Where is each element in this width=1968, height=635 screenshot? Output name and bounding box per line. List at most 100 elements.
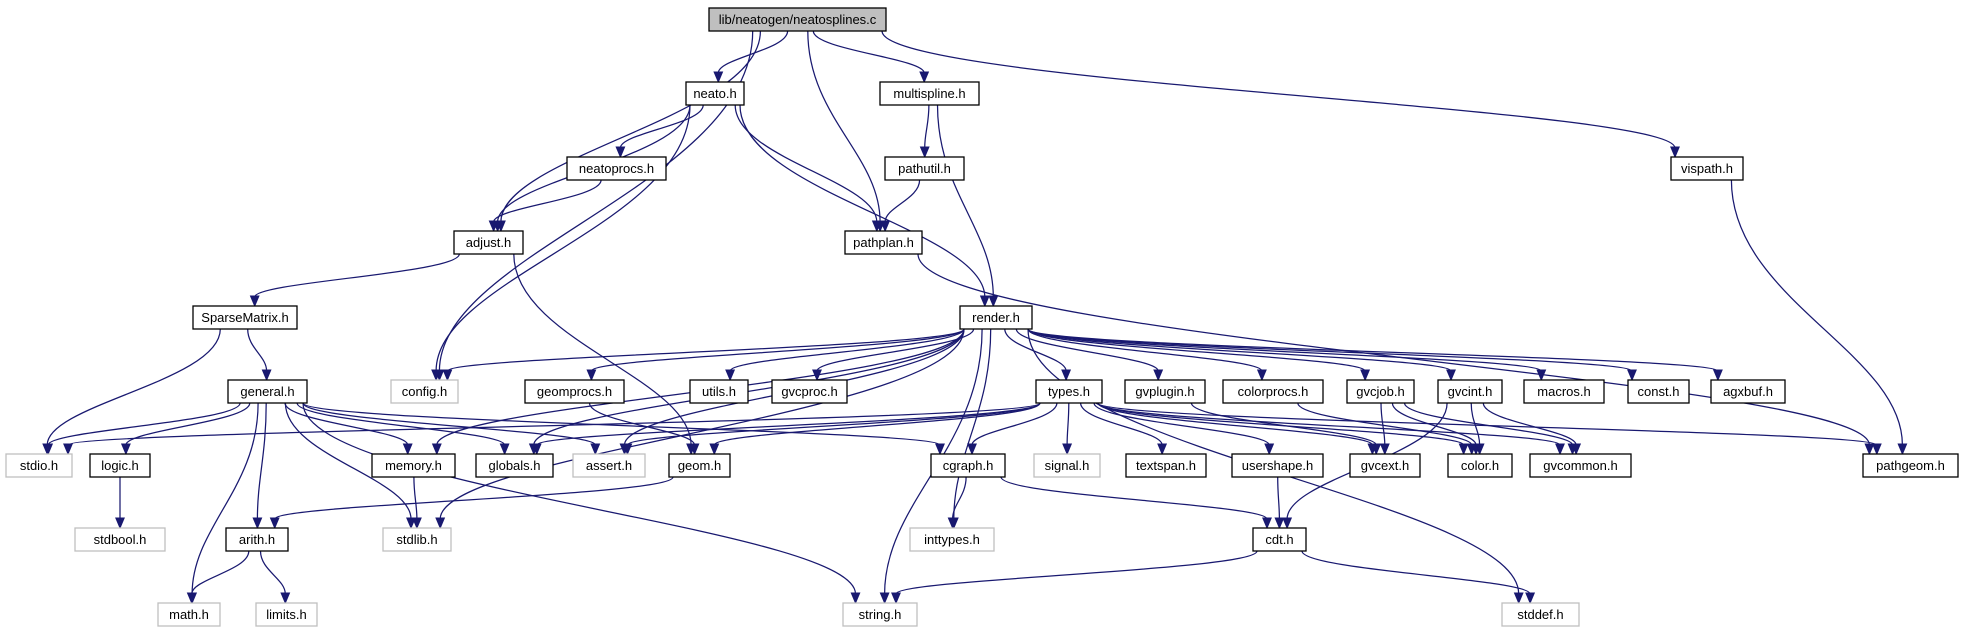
edge-render-to-gvcjob xyxy=(1027,328,1366,372)
node-box-pathplan xyxy=(844,230,923,255)
node-general[interactable]: general.h xyxy=(227,379,308,404)
node-label-types: types.h xyxy=(1048,384,1090,399)
edge-pathplan-to-pathgeom xyxy=(917,253,1871,446)
node-sparsematrix[interactable]: SparseMatrix.h xyxy=(192,305,298,330)
node-label-macros: macros.h xyxy=(1537,384,1590,399)
node-box-gvcproc xyxy=(771,379,848,404)
node-cgraph[interactable]: cgraph.h xyxy=(930,453,1006,478)
node-neato[interactable]: neato.h xyxy=(685,81,745,106)
node-box-gvcjob xyxy=(1346,379,1415,404)
node-macros[interactable]: macros.h xyxy=(1523,379,1605,404)
arrowhead-general-to-memory xyxy=(402,443,413,456)
node-label-gvcproc: gvcproc.h xyxy=(781,384,837,399)
arrowhead-gvcjob-to-gvcext xyxy=(1379,443,1390,456)
node-box-neatoprocs xyxy=(566,156,667,181)
node-pathutil[interactable]: pathutil.h xyxy=(884,156,965,181)
node-math[interactable]: math.h xyxy=(157,602,221,627)
node-box-pathutil xyxy=(884,156,965,181)
arrowhead-render-to-stddef xyxy=(1513,592,1524,605)
node-types[interactable]: types.h xyxy=(1035,379,1103,404)
node-label-utils: utils.h xyxy=(702,384,736,399)
arrowhead-gvcint-to-cdt xyxy=(1282,517,1293,530)
node-color[interactable]: color.h xyxy=(1447,453,1513,478)
node-colorprocs[interactable]: colorprocs.h xyxy=(1222,379,1324,404)
node-geomprocs[interactable]: geomprocs.h xyxy=(524,379,625,404)
node-label-gvcext: gvcext.h xyxy=(1361,458,1409,473)
node-usershape[interactable]: usershape.h xyxy=(1231,453,1324,478)
node-root[interactable]: lib/neatogen/neatosplines.c xyxy=(708,7,887,32)
node-gvcjob[interactable]: gvcjob.h xyxy=(1346,379,1415,404)
arrowhead-pathplan-to-pathgeom xyxy=(1864,443,1875,456)
node-stdio[interactable]: stdio.h xyxy=(5,453,73,478)
node-geom[interactable]: geom.h xyxy=(668,453,731,478)
node-neatoprocs[interactable]: neatoprocs.h xyxy=(566,156,667,181)
node-label-globals: globals.h xyxy=(488,458,540,473)
node-globals[interactable]: globals.h xyxy=(475,453,554,478)
node-agxbuf[interactable]: agxbuf.h xyxy=(1710,379,1786,404)
node-label-agxbuf: agxbuf.h xyxy=(1723,384,1773,399)
node-box-limits xyxy=(255,602,318,627)
node-pathplan[interactable]: pathplan.h xyxy=(844,230,923,255)
node-adjust[interactable]: adjust.h xyxy=(453,230,524,255)
node-label-memory: memory.h xyxy=(385,458,442,473)
node-gvplugin[interactable]: gvplugin.h xyxy=(1124,379,1206,404)
node-stddef[interactable]: stddef.h xyxy=(1501,602,1580,627)
arrowhead-render-to-agxbuf xyxy=(1712,369,1723,382)
node-stdlib[interactable]: stdlib.h xyxy=(382,527,452,552)
node-box-types xyxy=(1035,379,1103,404)
edge-gvcjob-to-color xyxy=(1391,402,1477,446)
arrowhead-general-to-assert xyxy=(590,443,601,456)
node-box-stdio xyxy=(5,453,73,478)
edge-types-to-signal xyxy=(1066,402,1070,446)
node-render[interactable]: render.h xyxy=(959,305,1033,330)
node-label-assert: assert.h xyxy=(586,458,632,473)
node-assert[interactable]: assert.h xyxy=(572,453,646,478)
node-gvcint[interactable]: gvcint.h xyxy=(1437,379,1503,404)
node-logic[interactable]: logic.h xyxy=(89,453,151,478)
arrowhead-types-to-stdio xyxy=(63,443,73,456)
node-box-neato xyxy=(685,81,745,106)
arrowhead-general-to-cgraph xyxy=(935,443,945,456)
node-gvcext[interactable]: gvcext.h xyxy=(1349,453,1421,478)
node-stdbool[interactable]: stdbool.h xyxy=(74,527,166,552)
edge-types-to-stdio xyxy=(67,402,1041,446)
node-limits[interactable]: limits.h xyxy=(255,602,318,627)
node-config[interactable]: config.h xyxy=(390,379,459,404)
edge-types-to-assert xyxy=(626,402,1041,446)
arrowhead-arith-to-limits xyxy=(280,592,291,605)
edge-memory-to-stdlib xyxy=(413,476,418,520)
node-box-math xyxy=(157,602,221,627)
node-pathgeom[interactable]: pathgeom.h xyxy=(1862,453,1959,478)
node-textspan[interactable]: textspan.h xyxy=(1125,453,1207,478)
arrowhead-root-to-vispath xyxy=(1670,146,1680,159)
node-label-pathplan: pathplan.h xyxy=(853,235,914,250)
node-inttypes[interactable]: inttypes.h xyxy=(909,527,995,552)
node-label-gvcjob: gvcjob.h xyxy=(1356,384,1404,399)
node-string[interactable]: string.h xyxy=(842,602,918,627)
edge-multispline-to-render xyxy=(936,104,994,298)
arrowhead-geom-to-arith xyxy=(269,517,280,530)
edge-neato-to-config xyxy=(435,104,691,372)
node-box-string xyxy=(842,602,918,627)
arrowhead-adjust-to-sparsematrix xyxy=(249,295,260,308)
arrowhead-types-to-signal xyxy=(1062,443,1073,456)
edge-gvcjob-to-gvcext xyxy=(1380,402,1386,446)
node-gvcommon[interactable]: gvcommon.h xyxy=(1529,453,1632,478)
node-box-vispath xyxy=(1670,156,1744,181)
node-cdt[interactable]: cdt.h xyxy=(1252,527,1307,552)
edge-arith-to-math xyxy=(191,550,250,595)
edge-geom-to-arith xyxy=(274,476,674,520)
node-memory[interactable]: memory.h xyxy=(371,453,456,478)
node-arith[interactable]: arith.h xyxy=(225,527,289,552)
arrowhead-memory-to-stdlib xyxy=(411,517,422,530)
node-signal[interactable]: signal.h xyxy=(1033,453,1101,478)
node-gvcproc[interactable]: gvcproc.h xyxy=(771,379,848,404)
edge-types-to-gvcext xyxy=(1097,402,1374,446)
edge-general-to-arith xyxy=(256,402,267,520)
node-utils[interactable]: utils.h xyxy=(689,379,749,404)
node-vispath[interactable]: vispath.h xyxy=(1670,156,1744,181)
edge-render-to-gvcproc xyxy=(816,328,975,372)
node-const[interactable]: const.h xyxy=(1627,379,1690,404)
arrowhead-neato-to-render xyxy=(979,295,990,308)
node-multispline[interactable]: multispline.h xyxy=(879,81,980,106)
